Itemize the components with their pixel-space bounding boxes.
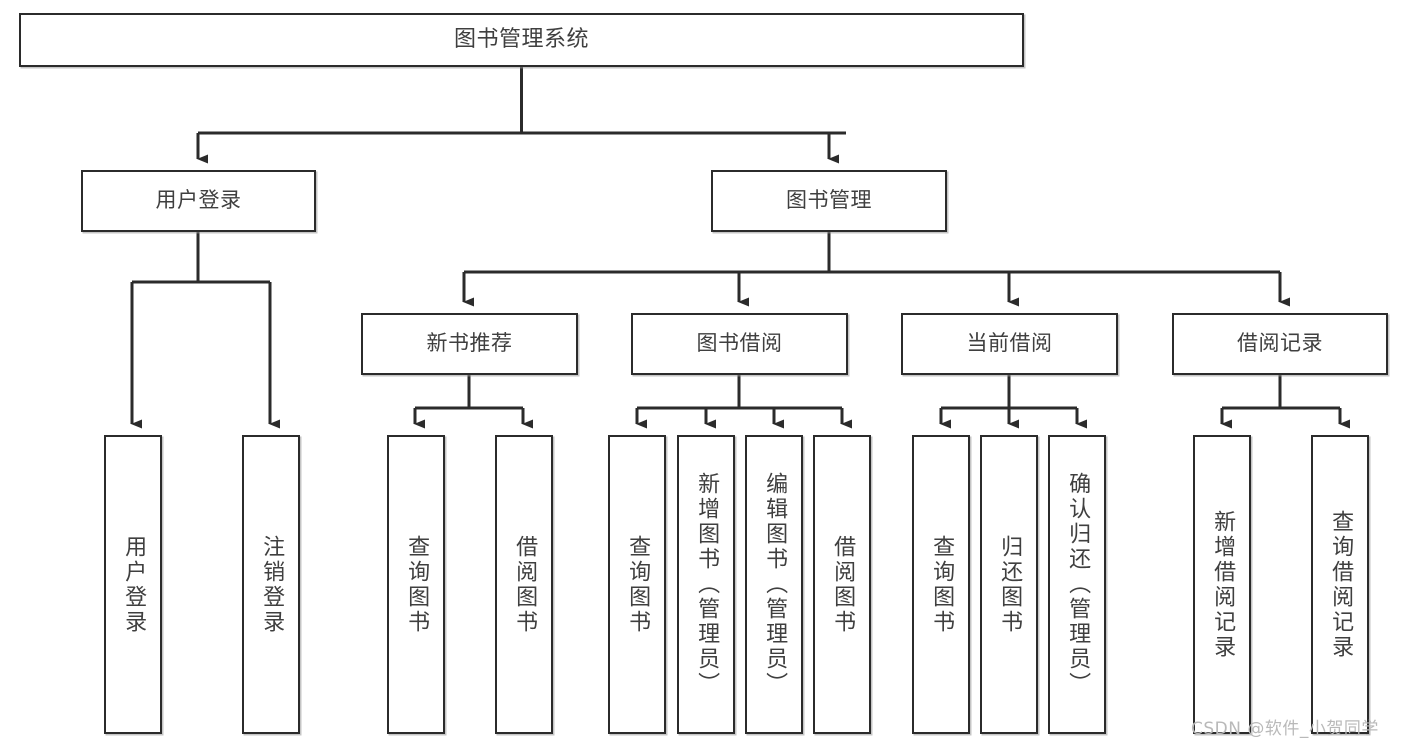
node-label: 借阅图书 <box>512 534 538 635</box>
node-label: 新增图书（管理员） <box>694 472 720 697</box>
node-label: 归还图书 <box>997 534 1023 635</box>
leaf-new-book-borrow-book[interactable]: 借阅图书 <box>495 435 553 734</box>
node-new-book-recommend[interactable]: 新书推荐 <box>361 313 578 375</box>
node-label: 借阅图书 <box>830 534 856 635</box>
leaf-borrow-record-add-record[interactable]: 新增借阅记录 <box>1193 435 1251 734</box>
leaf-book-borrow-add-book-admin[interactable]: 新增图书（管理员） <box>677 435 735 734</box>
node-book-management[interactable]: 图书管理 <box>711 170 947 232</box>
node-label: 图书管理 <box>786 188 872 213</box>
leaf-borrow-record-query-record[interactable]: 查询借阅记录 <box>1311 435 1369 734</box>
leaf-user-login-logout[interactable]: 注销登录 <box>242 435 300 734</box>
leaf-book-borrow-borrow-book[interactable]: 借阅图书 <box>813 435 871 734</box>
node-user-login[interactable]: 用户登录 <box>81 170 316 232</box>
node-label: 用户登录 <box>121 534 147 635</box>
node-label: 编辑图书（管理员） <box>762 472 788 697</box>
leaf-book-borrow-query-book[interactable]: 查询图书 <box>608 435 666 734</box>
node-label: 确认归还（管理员） <box>1065 472 1091 697</box>
node-label: 图书借阅 <box>696 331 783 356</box>
node-label: 用户登录 <box>155 188 242 213</box>
leaf-user-login-login[interactable]: 用户登录 <box>104 435 162 734</box>
node-label: 图书管理系统 <box>453 26 589 52</box>
node-label: 当前借阅 <box>966 331 1053 356</box>
node-label: 查询图书 <box>404 534 430 635</box>
node-root-book-management-system[interactable]: 图书管理系统 <box>19 13 1024 67</box>
node-label: 借阅记录 <box>1237 331 1323 356</box>
leaf-current-borrow-return-book[interactable]: 归还图书 <box>980 435 1038 734</box>
leaf-current-borrow-confirm-return-admin[interactable]: 确认归还（管理员） <box>1048 435 1106 734</box>
leaf-current-borrow-query-book[interactable]: 查询图书 <box>912 435 970 734</box>
node-borrow-record[interactable]: 借阅记录 <box>1172 313 1388 375</box>
leaf-new-book-query-book[interactable]: 查询图书 <box>387 435 445 734</box>
node-label: 新书推荐 <box>426 331 513 356</box>
node-label: 查询图书 <box>625 534 651 635</box>
node-label: 查询图书 <box>929 534 955 635</box>
watermark-csdn: CSDN @软件_小贺同学 <box>1191 719 1379 739</box>
node-label: 注销登录 <box>259 534 285 635</box>
node-label: 查询借阅记录 <box>1328 509 1354 660</box>
node-book-borrow[interactable]: 图书借阅 <box>631 313 848 375</box>
node-current-borrow[interactable]: 当前借阅 <box>901 313 1118 375</box>
node-label: 新增借阅记录 <box>1210 509 1236 660</box>
leaf-book-borrow-edit-book-admin[interactable]: 编辑图书（管理员） <box>745 435 803 734</box>
